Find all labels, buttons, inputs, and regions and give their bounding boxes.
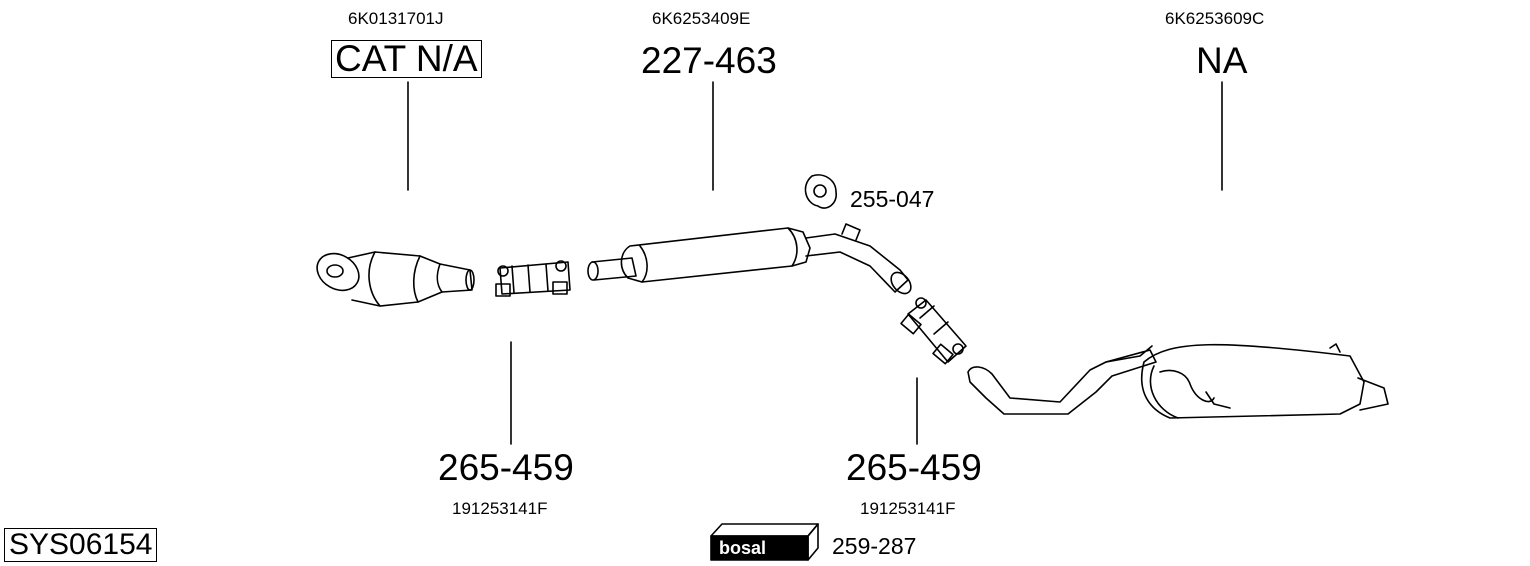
rear-silencer-drawing bbox=[967, 343, 1389, 419]
oem-number-middle-silencer: 6K6253409E bbox=[652, 9, 751, 28]
part-ref-mounting-kit: 259-287 bbox=[832, 533, 917, 559]
part-ref-catalytic-converter: CAT N/A bbox=[331, 40, 482, 78]
part-ref-clamp-2: 265-459 bbox=[846, 447, 982, 488]
part-ref-rubber-hanger: 255-047 bbox=[850, 186, 935, 212]
catalytic-converter-drawing bbox=[316, 251, 475, 307]
part-ref-middle-silencer: 227-463 bbox=[641, 40, 777, 81]
oem-number-clamp-1: 191253141F bbox=[452, 499, 548, 518]
part-ref-rear-silencer: NA bbox=[1196, 40, 1248, 81]
middle-silencer-drawing bbox=[587, 223, 912, 295]
leader-lines bbox=[407, 81, 1223, 445]
bosal-logo-box: bosal bbox=[710, 523, 819, 561]
part-ref-clamp-1: 265-459 bbox=[438, 447, 574, 488]
rubber-hanger-drawing bbox=[804, 174, 837, 209]
oem-number-clamp-2: 191253141F bbox=[860, 499, 956, 518]
bosal-logo-text: bosal bbox=[719, 538, 766, 558]
oem-number-catalytic-converter: 6K0131701J bbox=[348, 9, 444, 28]
clamp-drawing-2 bbox=[900, 297, 967, 365]
oem-number-rear-silencer: 6K6253609C bbox=[1165, 9, 1265, 28]
system-id-label: SYS06154 bbox=[4, 528, 158, 562]
clamp-drawing-1 bbox=[495, 260, 571, 297]
